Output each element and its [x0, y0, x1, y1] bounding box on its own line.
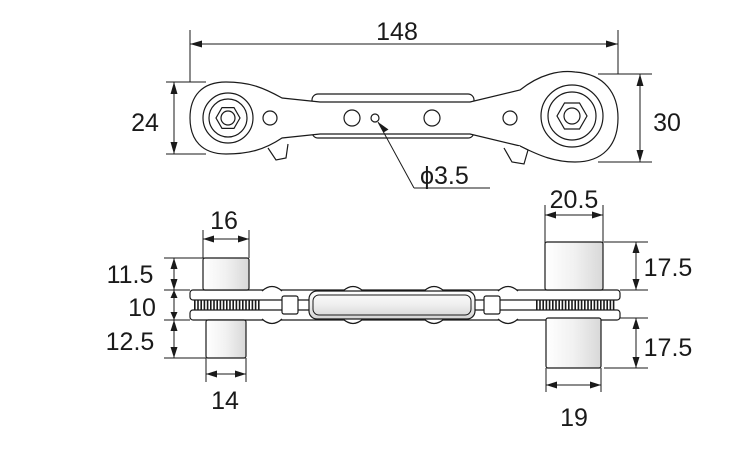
rivet-hole	[343, 109, 361, 127]
gear-tooth	[254, 300, 257, 310]
pawl-block-left	[281, 295, 299, 315]
gear-tooth	[606, 300, 608, 310]
dimension-line-right-vertical	[632, 242, 640, 368]
gear-tooth	[242, 300, 244, 310]
gear-tooth	[603, 300, 605, 310]
dim-right-bottom-height: 17.5	[644, 334, 693, 362]
dimension-line-30	[636, 74, 644, 162]
wrench-body	[189, 70, 619, 163]
left-socket-lower	[205, 319, 247, 359]
pawl-block-right	[483, 295, 501, 315]
gear-tooth	[555, 300, 557, 310]
gear-tooth	[542, 300, 544, 310]
gear-tooth	[568, 300, 570, 310]
left-socket-top-view	[202, 92, 254, 144]
gear-tooth	[580, 300, 583, 310]
gear-tooth	[552, 300, 554, 310]
gear-tooth	[574, 300, 576, 310]
right-pawl	[503, 145, 529, 165]
leader-hole-diameter	[377, 121, 490, 189]
gear-tooth	[545, 300, 548, 310]
gear-tooth	[197, 300, 199, 310]
gear-tooth	[210, 300, 212, 310]
dimension-line-14	[206, 370, 246, 378]
gear-tooth	[216, 300, 218, 310]
gear-tooth	[219, 300, 222, 310]
rivet-head	[261, 285, 283, 292]
gear-tooth	[577, 300, 580, 310]
dimension-line-19	[546, 381, 601, 389]
dimension-line-20-5	[545, 211, 603, 219]
right-ratchet-gear	[536, 300, 615, 310]
gear-tooth	[564, 300, 567, 310]
dim-overall-length: 148	[376, 18, 418, 46]
dim-hole-diameter: ϕ3.5	[420, 162, 469, 190]
dim-head-height-right: 30	[653, 109, 681, 137]
gear-tooth	[609, 300, 612, 310]
gear-tooth	[238, 300, 241, 310]
rivet-head	[423, 285, 445, 292]
rivet-head	[342, 285, 364, 292]
gear-tooth	[232, 300, 234, 310]
dimension-line-16	[203, 235, 249, 243]
rivet-hole	[502, 110, 518, 126]
gear-tooth	[251, 300, 254, 310]
gear-tooth	[587, 300, 589, 310]
gear-tooth	[235, 300, 238, 310]
gear-tooth	[612, 300, 615, 310]
dimension-line-148	[190, 40, 618, 48]
gear-tooth	[248, 300, 250, 310]
right-socket-top-view	[540, 84, 604, 148]
side-view: 16 14 20.5 19	[106, 186, 693, 432]
dim-head-height-left: 24	[131, 109, 159, 137]
right-socket-lower	[545, 317, 602, 369]
left-pawl	[267, 143, 289, 161]
gear-tooth	[593, 300, 596, 310]
gear-tooth	[194, 300, 196, 310]
gear-tooth	[558, 300, 560, 310]
rivet-head	[342, 318, 364, 325]
gear-tooth	[548, 300, 551, 310]
rivet-head	[497, 318, 519, 325]
gear-tooth	[571, 300, 573, 310]
gear-tooth	[590, 300, 592, 310]
right-socket-upper	[544, 241, 604, 291]
gear-tooth	[258, 300, 260, 310]
rivet-head	[497, 285, 519, 292]
gear-tooth	[245, 300, 247, 310]
dim-left-socket-width-bottom: 14	[211, 387, 239, 415]
left-socket-upper	[202, 257, 250, 291]
gear-tooth	[213, 300, 215, 310]
rivet-hole	[262, 110, 278, 126]
center-bar	[308, 290, 476, 320]
gear-tooth	[222, 300, 225, 310]
gear-tooth	[596, 300, 599, 310]
dim-left-top-height: 11.5	[107, 261, 154, 289]
dimension-line-left-vertical	[170, 258, 178, 358]
dim-right-socket-width-top: 20.5	[550, 186, 599, 214]
dim-left-socket-width-top: 16	[210, 207, 238, 235]
gear-tooth	[600, 300, 602, 310]
gear-tooth	[539, 300, 541, 310]
gear-tooth	[200, 300, 202, 310]
dim-body-thickness: 10	[128, 294, 156, 322]
dim-left-bottom-height: 12.5	[106, 328, 155, 356]
gear-tooth	[561, 300, 564, 310]
top-view: 148 24 30	[131, 18, 681, 190]
gear-tooth	[584, 300, 586, 310]
dimension-line-24	[170, 82, 178, 154]
dim-right-socket-width-bottom: 19	[560, 404, 588, 432]
rivet-head	[261, 318, 283, 325]
gear-tooth	[206, 300, 209, 310]
gear-tooth	[203, 300, 206, 310]
rivet-head	[423, 318, 445, 325]
left-ratchet-gear	[194, 300, 260, 310]
dim-right-top-height: 17.5	[644, 254, 693, 282]
rivet-hole	[423, 109, 441, 127]
gear-tooth	[226, 300, 228, 310]
small-hole	[370, 113, 380, 123]
gear-tooth	[536, 300, 538, 310]
gear-tooth	[229, 300, 231, 310]
